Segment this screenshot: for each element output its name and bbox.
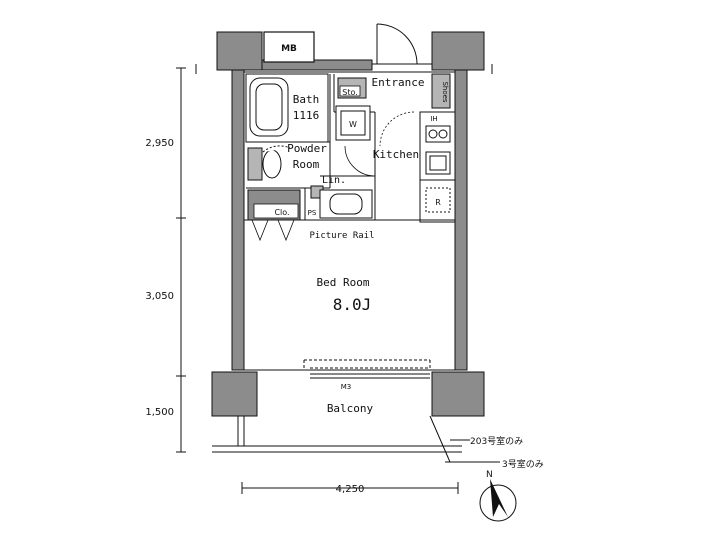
bath-label: Bath (293, 93, 320, 106)
pipe-space-label: PS (308, 209, 317, 217)
north-compass-icon: N (479, 470, 517, 522)
bedroom-label: Bed Room (317, 276, 370, 289)
meter-box: MB (263, 31, 315, 63)
linen-label: Lin. (322, 175, 346, 186)
entrance-fixtures: Sto. Shoes W (335, 73, 451, 141)
shoes-label: Shoes (441, 81, 449, 102)
bath-size-label: 1116 (293, 109, 320, 122)
compass-north-label: N (486, 470, 493, 480)
picture-rail-label: Picture Rail (309, 231, 374, 241)
balcony-label: Balcony (327, 402, 374, 415)
dimension-lines (176, 64, 493, 494)
ih-label: IH (430, 115, 437, 123)
bedroom-size-label: 8.0J (333, 295, 372, 314)
dimension-left-top: 2,950 (145, 138, 174, 149)
storage-label: Sto. (342, 88, 358, 97)
powder-room-label-2: Room (293, 158, 320, 171)
note-room-203: 203号室のみ (470, 435, 523, 447)
entrance-door (372, 23, 432, 65)
dimension-left-mid: 3,050 (145, 291, 174, 302)
dimension-bottom-width: 4,250 (336, 484, 365, 495)
meter-box-label: MB (281, 44, 297, 54)
bathtub (249, 77, 289, 137)
powder-room-label-1: Powder (287, 142, 327, 155)
closet: Clo. PS (247, 189, 317, 242)
balcony-rails (212, 415, 500, 463)
washer-label: W (349, 120, 357, 129)
door-arcs (344, 111, 415, 177)
fridge-label: R (435, 198, 441, 207)
entrance-label: Entrance (372, 76, 425, 89)
kitchen-fixtures (425, 125, 451, 213)
powder-fixtures (247, 145, 373, 219)
window-mark-label: M3 (341, 383, 352, 391)
dimension-left-bottom: 1,500 (145, 407, 174, 418)
closet-label: Clo. (274, 208, 289, 217)
kitchen-label: Kitchen (373, 148, 419, 161)
note-room-3: 3号室のみ (502, 458, 544, 470)
interior-lines (243, 71, 456, 379)
